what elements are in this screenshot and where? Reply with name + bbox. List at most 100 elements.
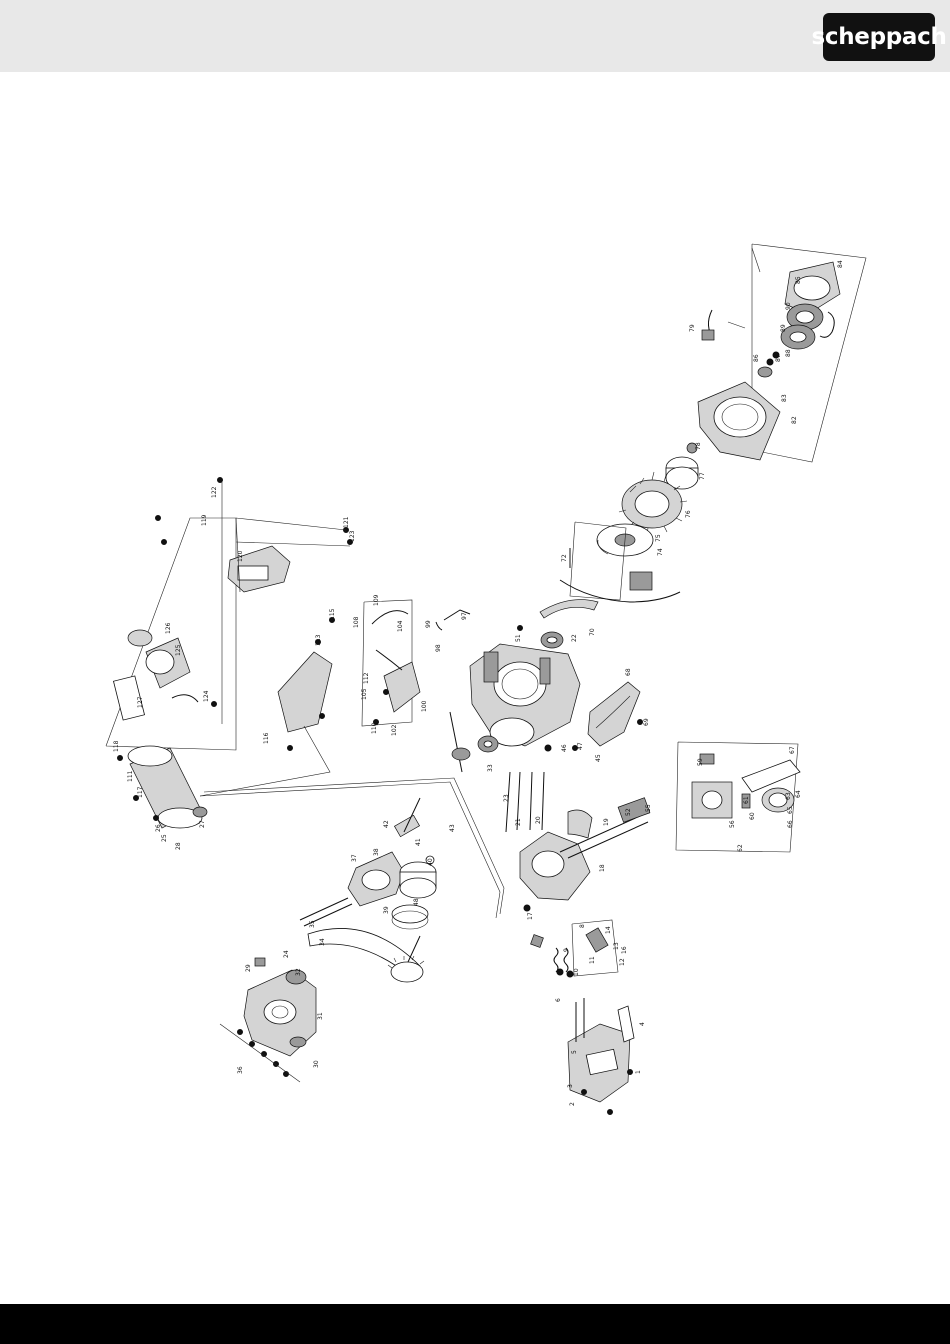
part-label: 82 <box>791 416 798 424</box>
part-label: 64 <box>795 790 802 798</box>
part-label: 41 <box>415 838 422 846</box>
muffler-group <box>105 517 237 829</box>
part-label: 45 <box>595 754 602 762</box>
part-label: 4 <box>639 1022 646 1026</box>
part-label: 37 <box>351 854 358 862</box>
part-label: 38 <box>373 848 380 856</box>
part-label: 100 <box>421 700 428 712</box>
part-label: 98 <box>435 644 442 652</box>
part-label: 30 <box>313 1060 320 1068</box>
part-label: 75 <box>655 534 662 542</box>
engine-block-group <box>469 625 581 833</box>
crankcase-cover-group <box>219 957 317 1083</box>
part-label: 77 <box>699 472 706 480</box>
part-label: 79 <box>689 324 696 332</box>
part-label: 11 <box>589 956 596 964</box>
part-label: 125 <box>175 644 182 656</box>
part-label: 32 <box>295 968 302 976</box>
part-label: 28 <box>175 842 182 850</box>
part-label: 102 <box>391 724 398 736</box>
part-label: 6 <box>555 998 562 1002</box>
cylinder-head-group <box>519 797 651 912</box>
part-label: 97 <box>461 612 468 620</box>
ignition-coil-group <box>559 521 681 603</box>
part-label: 33 <box>487 764 494 772</box>
part-label: 59 <box>697 758 704 766</box>
part-label: 46 <box>561 744 568 752</box>
part-label: 13 <box>613 942 620 950</box>
part-label: 52 <box>625 808 632 816</box>
exploded-parts-diagram: 84 85 90 89 87 88 86 82 83 79 78 77 76 7… <box>0 72 950 1304</box>
part-label: 111 <box>127 770 134 782</box>
part-label: 123 <box>349 530 356 542</box>
part-label: 78 <box>695 442 702 450</box>
fan-housing-group <box>686 381 781 461</box>
part-label: 127 <box>137 696 144 708</box>
part-label: 21 <box>515 818 522 826</box>
exploded-view-drawing: 84 85 90 89 87 88 86 82 83 79 78 77 76 7… <box>105 243 867 1115</box>
part-label: 31 <box>317 1012 324 1020</box>
footer-bar <box>0 1304 950 1344</box>
part-label: 48 <box>413 898 420 906</box>
part-label: 120 <box>237 550 244 562</box>
part-label: 17 <box>527 912 534 920</box>
part-label: 72 <box>561 554 568 562</box>
part-label: 26 <box>155 824 162 832</box>
part-label: 116 <box>263 732 270 744</box>
part-label: 24 <box>283 950 290 958</box>
part-label: 22 <box>571 634 578 642</box>
part-label: 122 <box>211 486 218 498</box>
part-label: 108 <box>353 616 360 628</box>
part-label: 104 <box>397 620 404 632</box>
part-number-labels: 84 85 90 89 87 88 86 82 83 79 78 77 76 7… <box>113 260 844 1106</box>
part-label: 3 <box>567 1084 574 1088</box>
bracket-group <box>199 617 335 797</box>
part-label: 83 <box>781 394 788 402</box>
part-label: 63 <box>785 792 792 800</box>
recoil-starter-group <box>701 243 867 463</box>
part-label: 20 <box>535 816 542 824</box>
part-label: 84 <box>837 260 844 268</box>
part-label: 16 <box>621 946 628 954</box>
part-label: 25 <box>161 834 168 842</box>
part-label: 88 <box>785 349 792 357</box>
part-label: 29 <box>245 964 252 972</box>
part-label: 86 <box>753 354 760 362</box>
brand-logo: scheppach <box>811 13 947 61</box>
crankshaft-piston-group <box>299 797 437 977</box>
part-label: 115 <box>329 608 336 620</box>
flywheel-group <box>596 456 699 557</box>
brand-logo-text: scheppach <box>811 24 947 50</box>
valve-train-group <box>530 919 619 978</box>
guard-plate <box>539 599 599 649</box>
part-label: 118 <box>113 740 120 752</box>
part-label: 68 <box>625 668 632 676</box>
part-label: 110 <box>371 722 378 734</box>
air-shroud <box>572 681 643 751</box>
part-label: 2 <box>569 1102 576 1106</box>
part-label: 67 <box>789 746 796 754</box>
electric-starter-group <box>113 477 353 724</box>
header-bar: scheppach <box>0 0 950 72</box>
part-label: 119 <box>201 514 208 526</box>
part-label: 87 <box>775 354 782 362</box>
part-label: 55 <box>645 804 652 812</box>
part-label: 124 <box>203 690 210 702</box>
part-label: 61 <box>743 796 750 804</box>
part-label: 105 <box>361 688 368 700</box>
part-label: 19 <box>603 818 610 826</box>
part-label: 85 <box>795 276 802 284</box>
part-label: 89 <box>780 324 787 332</box>
camshaft-gear-group <box>387 711 471 983</box>
part-label: 66 <box>787 820 794 828</box>
part-label: 12 <box>619 958 626 966</box>
carburetor-group <box>675 741 801 853</box>
part-label: 36 <box>237 1066 244 1074</box>
leader-lines <box>199 517 505 919</box>
part-label: 34 <box>319 938 326 946</box>
part-label: 18 <box>599 864 606 872</box>
part-label: 42 <box>383 820 390 828</box>
part-label: 65 <box>787 806 794 814</box>
valve-cover-group <box>567 998 635 1115</box>
part-label: 121 <box>343 516 350 528</box>
